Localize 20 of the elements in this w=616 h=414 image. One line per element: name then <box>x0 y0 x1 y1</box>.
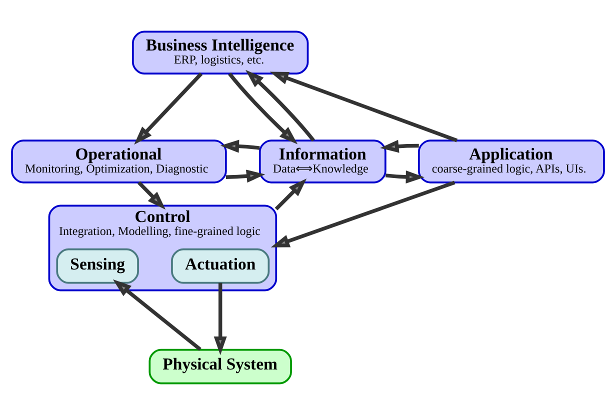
arrow <box>134 72 203 144</box>
arrow <box>220 139 260 152</box>
arrow <box>270 71 458 142</box>
arrow <box>386 170 424 183</box>
node-box: Application coarse-grained logic, APIs, UIs. <box>418 139 605 183</box>
node-box: Operational Monitoring, Optimization, Diagnostic <box>11 139 227 183</box>
node-box: Actuation <box>171 248 270 284</box>
arrow <box>274 178 307 210</box>
arrow <box>112 278 202 350</box>
arrow <box>245 69 315 142</box>
node-box: Physical System <box>148 348 292 384</box>
arrow <box>137 180 166 210</box>
arrow <box>228 72 298 144</box>
arrow <box>214 282 227 355</box>
node-box: Information Data⟺Knowledge <box>258 139 386 183</box>
arrow <box>270 180 456 247</box>
arrow <box>226 169 266 182</box>
arrow <box>380 139 419 152</box>
node-box: Business Intelligence ERP, logistics, etc. <box>132 30 309 74</box>
node-box: Sensing <box>56 248 139 284</box>
